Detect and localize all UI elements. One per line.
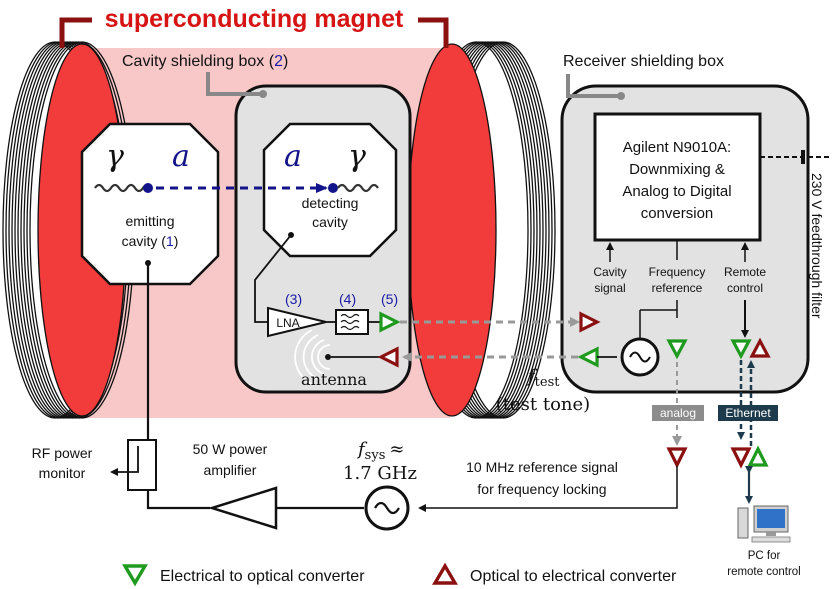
- chain-label-3: (3): [285, 291, 302, 307]
- port-remote-label-1: Remote: [724, 265, 766, 279]
- drive-wire: [146, 263, 364, 510]
- oe-converter-ethernet: [730, 447, 752, 469]
- analog-tag: [652, 405, 704, 421]
- power-amplifier-triangle: [207, 486, 278, 530]
- eo-converter-cavity: [379, 311, 401, 333]
- analyzer-line-3: Analog to Digital: [622, 183, 731, 200]
- reference-oscillator-wave: [629, 351, 651, 363]
- receiver-box-pointer: [566, 74, 618, 98]
- cavity-box-pointer-dot: [259, 90, 267, 98]
- port-remote-label-2: control: [727, 281, 763, 295]
- lna-triangle: [267, 306, 327, 338]
- signal-analyzer-box: [593, 112, 762, 242]
- emitting-photon-symbol: γ: [106, 139, 124, 174]
- photon-wave-left: [94, 183, 152, 193]
- oe-converter-remote: [749, 337, 771, 358]
- reference-label-2: for frequency locking: [477, 481, 606, 497]
- source-frequency-value: 1.7 GHz: [343, 463, 417, 484]
- magnet-title: superconducting magnet: [105, 5, 404, 33]
- detecting-axion-symbol: a: [284, 139, 302, 174]
- legend-oe-icon: [432, 562, 458, 585]
- pc-label-1: PC for: [748, 550, 781, 562]
- reference-label-1: 10 MHz reference signal: [466, 459, 618, 475]
- port-cavity-label-2: signal: [594, 281, 625, 295]
- analyzer-line-4: conversion: [641, 205, 714, 222]
- freq-ref-wire: [639, 300, 678, 340]
- cavity-box-pointer: [206, 72, 260, 96]
- eo-converter-remote: [730, 339, 752, 360]
- monitor-label-1: RF power: [32, 445, 93, 461]
- emitting-axion-symbol: a: [172, 139, 190, 174]
- antenna-label: antenna: [301, 370, 367, 389]
- axion-detect-dot: [328, 183, 338, 193]
- receiver-box-label: Receiver shielding box: [563, 53, 724, 70]
- lna-label: LNA: [276, 316, 299, 330]
- oe-converter-analog: [666, 447, 688, 469]
- eo-converter-freq-ref: [666, 339, 688, 360]
- reference-wire: [418, 466, 678, 512]
- oe-converter-antenna: [377, 346, 399, 368]
- coupler-line: [110, 446, 139, 476]
- test-tone-label: (test tone): [496, 394, 590, 415]
- port-freq-label-1: Frequency: [649, 265, 706, 279]
- analyzer-line-2: Downmixing &: [629, 161, 725, 178]
- emitting-cavity: [80, 122, 220, 286]
- oe-converter-receiver: [579, 311, 601, 333]
- source-frequency-symbol: fsys≈: [356, 439, 404, 463]
- pc-icon: [737, 505, 791, 543]
- monitor-label-2: monitor: [39, 465, 86, 481]
- filter-box: [335, 309, 369, 335]
- legend-oe-label: Optical to electrical converter: [470, 568, 677, 585]
- analog-tag-label: analog: [660, 406, 696, 420]
- port-freq-label-2: reference: [652, 281, 703, 295]
- legend-eo-icon: [122, 564, 148, 587]
- ethernet-tag-label: Ethernet: [725, 406, 771, 420]
- feedthrough-filter-icon: [801, 150, 805, 164]
- amplifier-label-2: amplifier: [204, 462, 257, 478]
- receiver-box-pointer-dot: [617, 92, 625, 100]
- pc-label-2: remote control: [727, 566, 801, 578]
- detecting-cavity-label-2: cavity: [312, 214, 348, 230]
- feedthrough-label: 230 V feedthrough filter: [809, 173, 825, 319]
- eo-converter-ethernet: [747, 445, 769, 467]
- emitting-cavity-label-1: emitting: [125, 213, 174, 229]
- emitting-cavity-label-2: cavity (1): [122, 233, 179, 249]
- power-monitor-coupler: [127, 439, 157, 491]
- analyzer-line-1: Agilent N9010A:: [623, 139, 731, 156]
- source-oscillator-wave: [374, 501, 400, 515]
- cavity-box-label: Cavity shielding box (2): [122, 53, 288, 70]
- photon-wave-right: [337, 183, 379, 193]
- magnet-title-bracket: [59, 17, 449, 48]
- port-cavity-label-1: Cavity: [593, 265, 626, 279]
- filter-icon: [340, 313, 360, 331]
- magnet-coil-right: [407, 41, 556, 419]
- test-tone-symbol: ftest: [526, 366, 560, 390]
- detecting-photon-symbol: γ: [348, 139, 366, 174]
- detecting-cavity-label-1: detecting: [302, 195, 359, 211]
- amplifier-label-1: 50 W power: [193, 441, 268, 457]
- antenna-waves: [294, 329, 331, 385]
- ethernet-tag: [718, 405, 778, 421]
- axion-source-dot: [143, 183, 153, 193]
- detector-to-lna-wire: [254, 234, 292, 323]
- antenna-dot: [325, 354, 331, 360]
- chain-label-4: (4): [339, 291, 356, 307]
- chain-label-5: (5): [381, 291, 398, 307]
- legend-eo-label: Electrical to optical converter: [160, 568, 365, 585]
